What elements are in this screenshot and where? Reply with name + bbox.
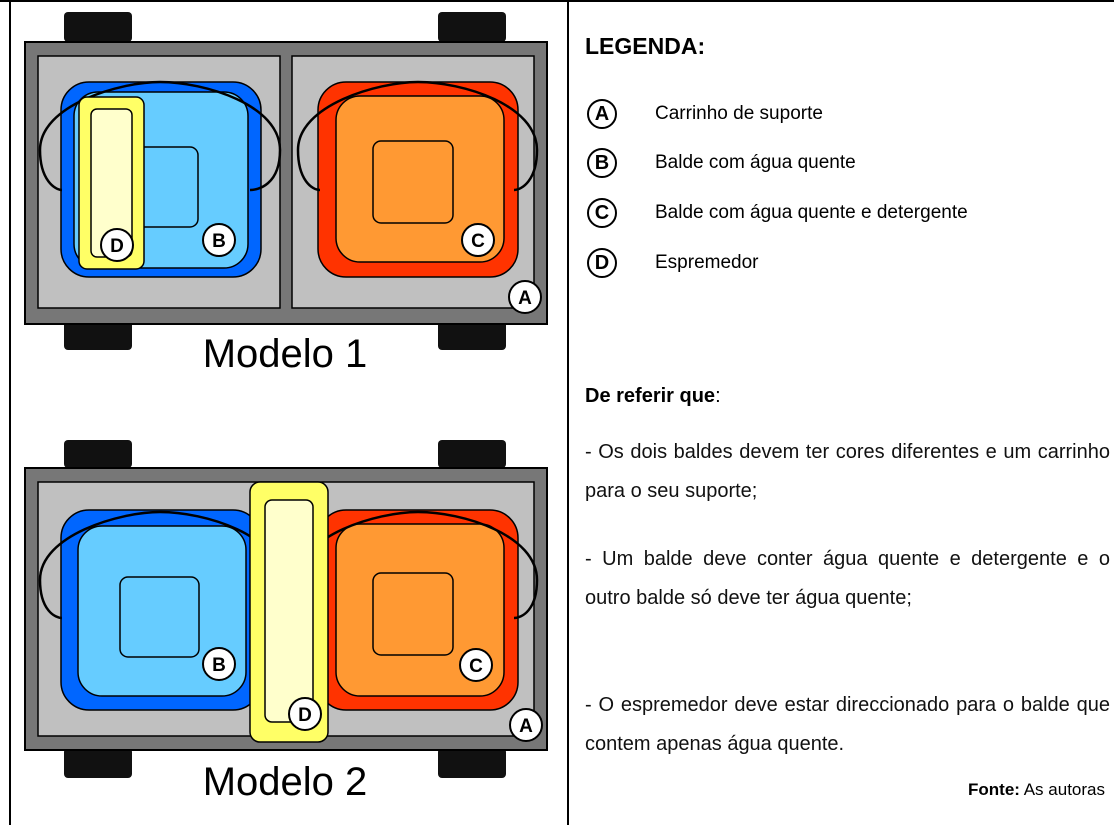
legend-item-label: Espremedor <box>655 252 759 273</box>
bucket-c-bottom <box>372 572 454 656</box>
legend-item-c: C Balde com água quente e detergente <box>587 196 968 230</box>
bucket-c-bottom <box>372 140 454 224</box>
wheel <box>64 440 132 468</box>
bucket-c-handle-left <box>296 149 321 192</box>
wheel <box>64 748 132 778</box>
column-divider <box>567 0 569 825</box>
label-a-text: A <box>518 288 532 309</box>
model-1: D B C A <box>24 12 548 350</box>
legend-item-b: B Balde com água quente <box>587 146 856 180</box>
bucket-b-inner <box>77 525 247 697</box>
top-border <box>0 0 1114 2</box>
source-text: As autoras <box>1019 780 1105 799</box>
squeezer-inner <box>264 499 314 723</box>
label-d-text: D <box>298 705 312 726</box>
label-b-text: B <box>212 655 226 676</box>
label-c: C <box>459 648 493 682</box>
badge-b: B <box>587 148 617 178</box>
left-border <box>9 0 11 825</box>
note-paragraph: - O espremedor deve estar direccionado p… <box>585 694 1110 755</box>
label-b: B <box>202 647 236 681</box>
label-b-text: B <box>212 231 226 252</box>
wheel <box>438 320 506 350</box>
wheel <box>64 12 132 42</box>
note-title: De referir que: <box>585 385 721 408</box>
note-title-bold: De referir que <box>585 385 716 407</box>
label-d: D <box>100 228 134 262</box>
label-d: D <box>288 697 322 731</box>
legend-item-label: Balde com água quente <box>655 152 856 173</box>
label-b: B <box>202 223 236 257</box>
legend-item-label: Balde com água quente e detergente <box>655 202 968 223</box>
wheel <box>438 748 506 778</box>
label-a-text: A <box>519 716 533 737</box>
model-2: B D C A <box>24 440 548 778</box>
bucket-c-handle <box>296 510 539 620</box>
bucket-b-handle-left <box>38 579 63 620</box>
bucket-b-bottom <box>119 576 200 658</box>
bucket-b-handle <box>38 80 282 192</box>
badge-c: C <box>587 198 617 228</box>
badge-a: A <box>587 99 617 129</box>
source-label: Fonte: <box>968 780 1020 799</box>
label-c-text: C <box>471 231 485 252</box>
model-1-caption: Modelo 1 <box>202 332 368 376</box>
bucket-c-handle <box>296 80 539 192</box>
legend-item-a: A Carrinho de suporte <box>587 97 823 131</box>
wheel <box>438 12 506 42</box>
source-credit: Fonte: As autoras <box>968 780 1105 800</box>
note-title-suffix: : <box>715 385 721 407</box>
note-paragraph: - Um balde deve conter água quente e det… <box>585 548 1110 609</box>
badge-d: D <box>587 248 617 278</box>
legend-title: LEGENDA: <box>585 33 706 59</box>
label-a: A <box>508 280 542 314</box>
note-paragraph: - Os dois baldes devem ter cores diferen… <box>585 441 1110 502</box>
legend-item-d: D Espremedor <box>587 246 759 280</box>
model-2-caption: Modelo 2 <box>202 760 368 804</box>
label-c-text: C <box>469 656 483 677</box>
bucket-c-inner <box>335 523 505 697</box>
legend-item-label: Carrinho de suporte <box>655 103 823 124</box>
bucket-b-handle-left <box>38 149 63 192</box>
cart-diagram: D B C A <box>24 12 548 778</box>
label-a: A <box>509 708 543 742</box>
wheel <box>64 320 132 350</box>
wheel <box>438 440 506 468</box>
label-c: C <box>461 223 495 257</box>
bucket-c-inner <box>335 95 505 263</box>
label-d-text: D <box>110 236 124 257</box>
